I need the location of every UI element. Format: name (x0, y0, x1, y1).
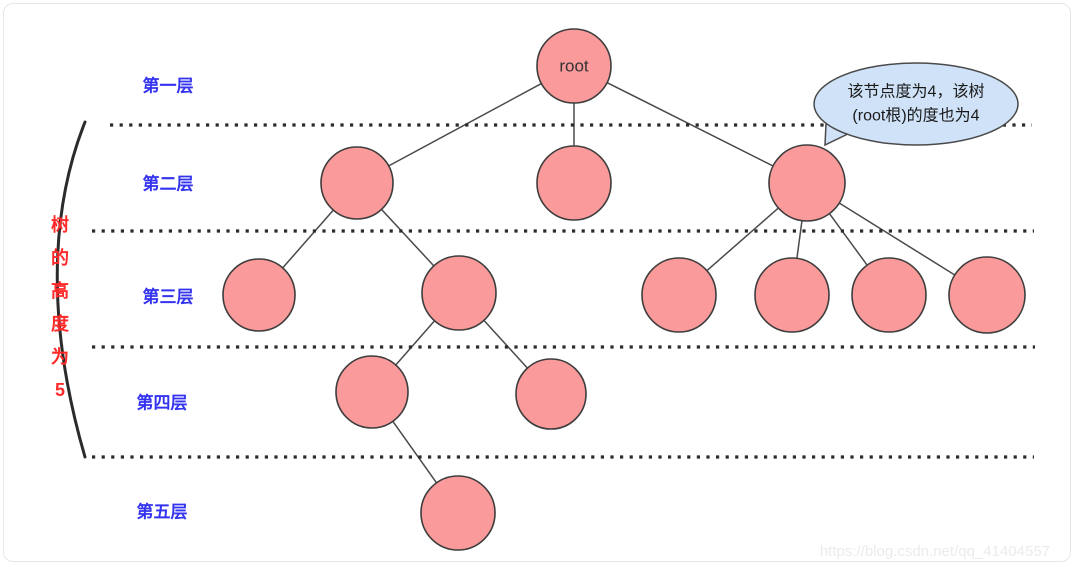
layer-label-2: 第二层 (143, 174, 194, 194)
tree-edge (380, 208, 436, 268)
node-label: root (559, 57, 589, 76)
node-circle[interactable] (420, 475, 496, 551)
node-circle[interactable] (222, 258, 296, 332)
tree-node[interactable] (754, 257, 830, 333)
brace-curve (55, 120, 87, 459)
tree-edges (281, 81, 956, 485)
tree-nodes: root (222, 28, 1026, 551)
tree-edge (394, 319, 436, 367)
callout-text-line1: 该节点度为4，该树 (848, 83, 985, 101)
tree-edge (705, 206, 780, 272)
node-circle[interactable] (948, 256, 1026, 334)
tree-edge (391, 420, 438, 485)
tree-node[interactable] (222, 258, 296, 332)
tree-edge (281, 208, 335, 270)
node-circle[interactable] (754, 257, 830, 333)
layer-label-1: 第一层 (143, 76, 194, 96)
tree-node[interactable] (641, 257, 717, 333)
tree-edge (482, 319, 529, 370)
node-circle[interactable] (768, 144, 846, 222)
tree-node[interactable] (536, 145, 612, 221)
tree-node[interactable] (420, 475, 496, 551)
tree-edge (828, 212, 869, 267)
tree-node[interactable] (851, 257, 927, 333)
tree-node[interactable] (421, 255, 497, 331)
tree-height-char: 5 (55, 380, 65, 400)
tree-node[interactable] (335, 355, 409, 429)
tree-height-char: 度 (51, 313, 70, 334)
node-circle[interactable] (851, 257, 927, 333)
tree-node[interactable] (515, 358, 587, 430)
tree-edge (605, 81, 775, 168)
node-circle[interactable] (515, 358, 587, 430)
tree-node[interactable] (768, 144, 846, 222)
node-circle[interactable] (421, 255, 497, 331)
tree-height-char: 高 (51, 280, 69, 301)
layer-label-3: 第三层 (143, 287, 194, 307)
callout-bubble (813, 62, 1019, 146)
tree-height-char: 为 (51, 346, 69, 367)
tree-edge (838, 201, 956, 277)
tree-node[interactable] (320, 146, 394, 220)
tree-height-char: 树 (51, 214, 69, 235)
node-circle[interactable] (641, 257, 717, 333)
node-circle[interactable] (536, 28, 612, 104)
tree-edge (796, 219, 803, 260)
layer-label-4: 第四层 (137, 393, 188, 413)
callout-text-line2: (root根)的度也为4 (852, 107, 979, 125)
tree-node-root[interactable]: root (536, 28, 612, 104)
node-circle[interactable] (536, 145, 612, 221)
node-circle[interactable] (335, 355, 409, 429)
tree-node[interactable] (948, 256, 1026, 334)
watermark: https://blog.csdn.net/qq_41404557 (820, 543, 1050, 560)
node-circle[interactable] (320, 146, 394, 220)
degree-callout: 该节点度为4，该树 (root根)的度也为4 (813, 62, 1019, 147)
tree-edge (387, 82, 543, 168)
tree-height-char: 的 (51, 247, 69, 268)
layer-label-5: 第五层 (137, 502, 188, 522)
